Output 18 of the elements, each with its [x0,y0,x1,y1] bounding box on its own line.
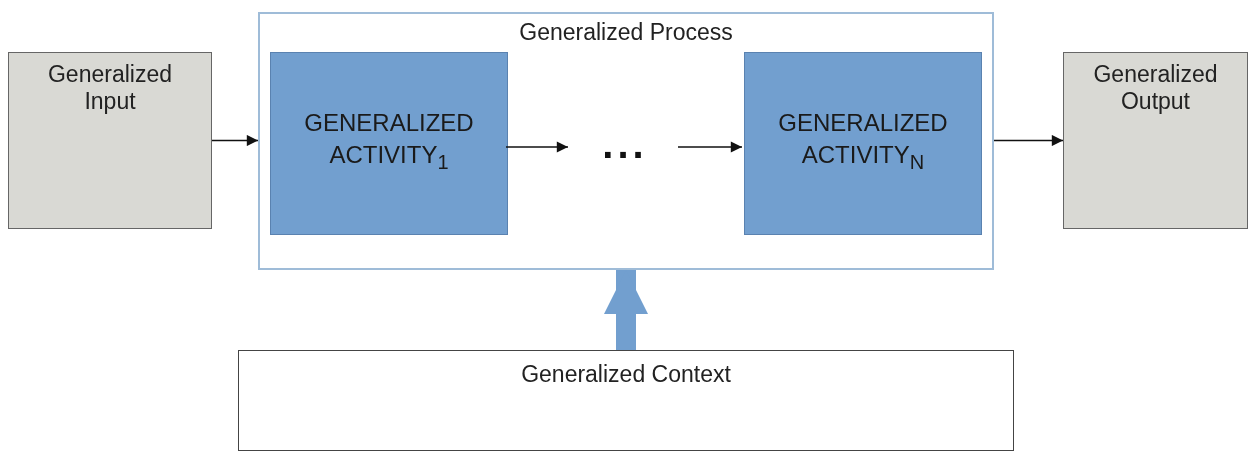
activity-box [270,52,508,235]
arrow [505,141,569,153]
box-label: Generalized Context [520,361,732,388]
box-label: Generalized Process [518,19,734,46]
block-arrow [604,270,648,350]
context-box [238,350,1014,451]
process-frame [258,12,994,270]
arrow [211,134,259,147]
activity-box [744,52,982,235]
input-box [8,52,212,229]
output-box [1063,52,1248,229]
activity-label: GENERALIZED ACTIVITY$_{N}$ [777,108,949,175]
activity-label: GENERALIZED ACTIVITY$_{1}$ [303,108,475,175]
box-label: Generalized Output [1092,61,1219,115]
ellipsis-text: ... [601,124,649,164]
arrow [993,134,1064,147]
box-label: Generalized Input [47,61,173,115]
arrow [677,141,743,153]
